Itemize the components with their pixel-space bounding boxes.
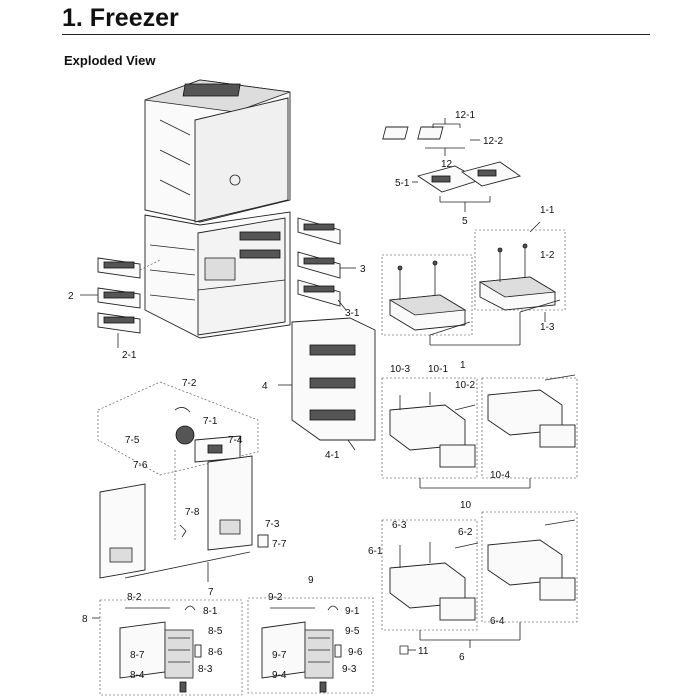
section-subtitle: Exploded View <box>64 53 156 68</box>
callout-8: 8 <box>82 614 88 625</box>
callout-6-4: 6-4 <box>490 616 505 627</box>
part-4-panel <box>278 317 376 451</box>
part-1-trays <box>381 221 566 346</box>
callout-8-2: 8-2 <box>127 592 142 603</box>
part-11-clip <box>399 645 416 655</box>
page-title: 1. Freezer <box>62 4 179 32</box>
callout-9-6: 9-6 <box>348 647 363 658</box>
part-8-assembly <box>92 599 243 696</box>
part-10-drawers <box>381 374 578 489</box>
freezer-cabinet <box>144 79 291 339</box>
callout-7: 7 <box>208 587 214 598</box>
part-3-side-rails <box>297 217 356 311</box>
callout-7-5: 7-5 <box>125 435 140 446</box>
part-5-group <box>412 161 522 212</box>
callout-3-1: 3-1 <box>345 308 360 319</box>
callout-9-1: 9-1 <box>345 606 360 617</box>
callout-4-1: 4-1 <box>325 450 340 461</box>
callout-10-4: 10-4 <box>490 470 510 481</box>
callout-10-3: 10-3 <box>390 364 410 375</box>
callout-2: 2 <box>68 291 74 302</box>
callout-4: 4 <box>262 381 268 392</box>
callout-1-2: 1-2 <box>540 250 555 261</box>
callout-6-3: 6-3 <box>392 520 407 531</box>
callout-7-7: 7-7 <box>272 539 287 550</box>
callout-2-1: 2-1 <box>122 350 137 361</box>
callout-12: 12 <box>441 159 453 170</box>
callout-7-2: 7-2 <box>182 378 197 389</box>
callout-8-7: 8-7 <box>130 650 145 661</box>
callout-6: 6 <box>459 652 465 663</box>
callout-5-1: 5-1 <box>395 178 410 189</box>
part-9-assembly <box>247 597 374 694</box>
callout-7-4: 7-4 <box>228 435 243 446</box>
part-7-evaporator-cover <box>97 381 269 582</box>
callout-7-8: 7-8 <box>185 507 200 518</box>
callout-11: 11 <box>418 646 429 657</box>
callout-3: 3 <box>360 264 366 275</box>
callout-7-3: 7-3 <box>265 519 280 530</box>
part-6-drawers <box>381 511 578 648</box>
callout-1: 1 <box>460 360 466 371</box>
callout-8-6: 8-6 <box>208 647 223 658</box>
callout-6-2: 6-2 <box>458 527 473 538</box>
callout-7-6: 7-6 <box>133 460 148 471</box>
callout-9-7: 9-7 <box>272 650 287 661</box>
callout-12-2: 12-2 <box>483 136 503 147</box>
callout-8-3: 8-3 <box>198 664 213 675</box>
title-divider <box>62 34 650 35</box>
callout-9-5: 9-5 <box>345 626 360 637</box>
callout-9-3: 9-3 <box>342 664 357 675</box>
callout-7-1: 7-1 <box>203 416 218 427</box>
part-2-side-rails <box>80 257 161 348</box>
callout-10: 10 <box>460 500 472 511</box>
callout-6-1: 6-1 <box>368 546 383 557</box>
callout-8-4: 8-4 <box>130 670 145 681</box>
callout-5: 5 <box>462 216 468 227</box>
callout-9: 9 <box>308 575 314 586</box>
callout-12-1: 12-1 <box>455 110 475 121</box>
callout-8-5: 8-5 <box>208 626 223 637</box>
callout-9-4: 9-4 <box>272 670 287 681</box>
callout-10-2: 10-2 <box>455 380 475 391</box>
callout-8-1: 8-1 <box>203 606 218 617</box>
callout-10-1: 10-1 <box>428 364 448 375</box>
callout-9-2: 9-2 <box>268 592 283 603</box>
callout-labels: 12-1 12-2 12 5-1 5 1-1 1-2 1-3 1 2 2-1 3… <box>68 110 555 681</box>
callout-1-3: 1-3 <box>540 322 555 333</box>
callout-1-1: 1-1 <box>540 205 555 216</box>
part-12-group <box>382 118 480 156</box>
